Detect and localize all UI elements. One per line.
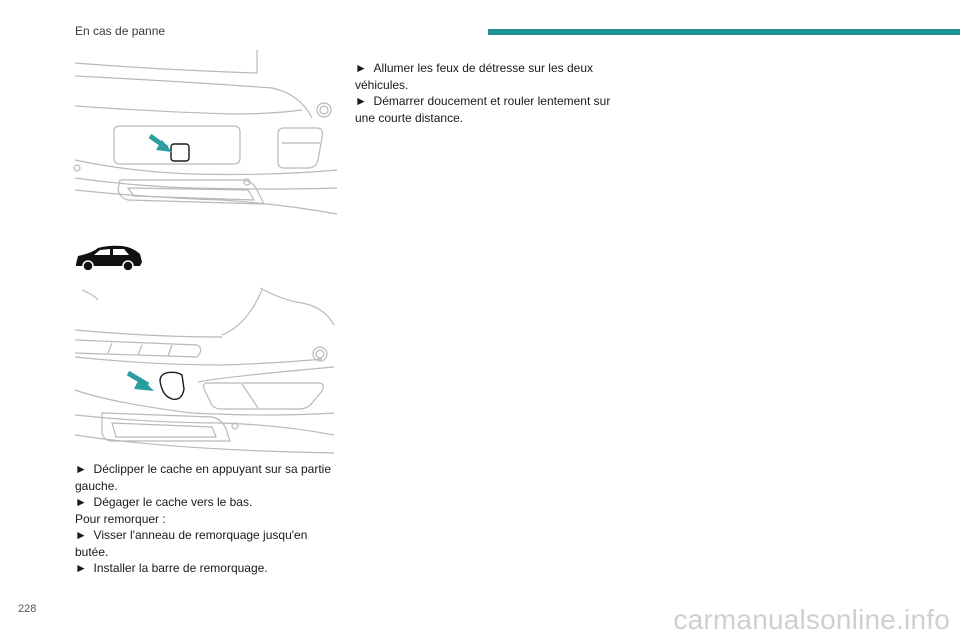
- section-title: En cas de panne: [75, 24, 166, 38]
- instruction-step: Démarrer doucement et rouler lentement s…: [355, 93, 617, 126]
- instruction-step: Allumer les feux de détresse sur les deu…: [355, 60, 617, 93]
- instruction-step: Installer la barre de remorquage.: [75, 560, 337, 577]
- instruction-step: Visser l'anneau de remorquage jusqu'en b…: [75, 527, 337, 560]
- watermark: carmanualsonline.info: [673, 604, 950, 635]
- illustration-rear-bumper-top: [72, 48, 338, 218]
- illustration-rear-bumper-bottom: [72, 285, 337, 455]
- page-number: 228: [18, 603, 37, 615]
- instruction-step: Déclipper le cache en appuyant sur sa pa…: [75, 461, 337, 494]
- instructions-right-column: Allumer les feux de détresse sur les deu…: [355, 60, 617, 126]
- instruction-step: Dégager le cache vers le bas.: [75, 494, 337, 511]
- header-accent-bar: [488, 29, 960, 35]
- suv-silhouette-icon: [74, 244, 144, 274]
- instruction-heading: Pour remorquer :: [75, 511, 166, 526]
- instructions-left-column: Déclipper le cache en appuyant sur sa pa…: [75, 461, 337, 577]
